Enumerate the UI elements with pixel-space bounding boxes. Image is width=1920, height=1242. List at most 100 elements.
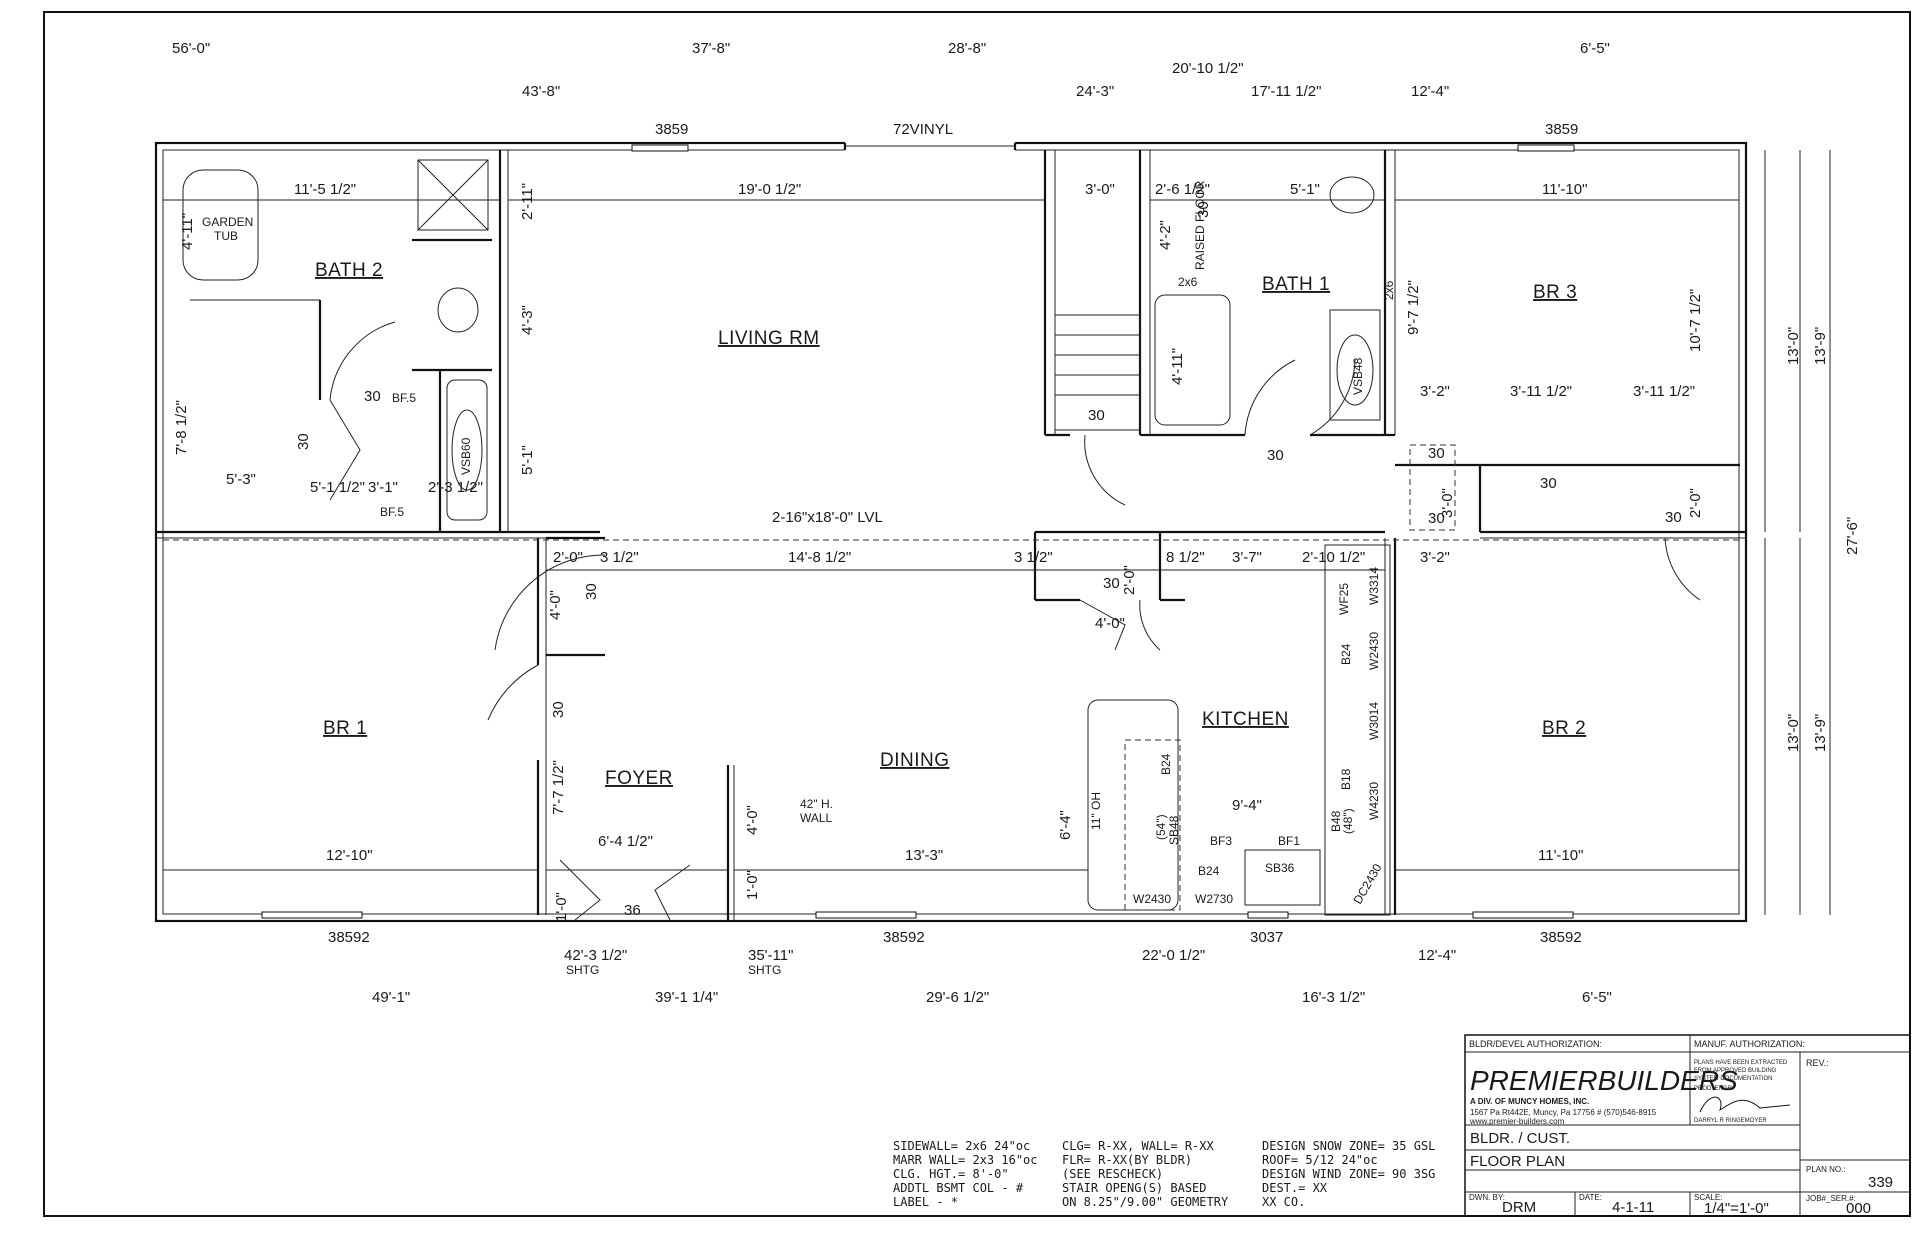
shtg-label-2: SHTG — [748, 963, 781, 977]
door-label-h: 30 — [1540, 475, 1557, 492]
plan-no-value: 339 — [1868, 1174, 1893, 1191]
note-col3-5: XX CO. — [1262, 1195, 1305, 1209]
dim-d18: 9'-7 1/2" — [1405, 280, 1422, 335]
dim-d9: 4'-3" — [519, 305, 536, 335]
scale-value: 1/4"=1'-0" — [1704, 1200, 1769, 1217]
date-label: DATE: — [1579, 1193, 1602, 1202]
note-col2-4: STAIR OPENG(S) BASED — [1062, 1181, 1207, 1195]
dim-d3: 3'-0" — [1085, 181, 1115, 198]
top-dim-9: 12'-4" — [1411, 83, 1449, 100]
b48-label: B48 — [1329, 810, 1343, 832]
dim-d41: 13'-3" — [905, 847, 943, 864]
window-label-bottom-kitchen: 3037 — [1250, 929, 1283, 946]
w3314-label: W3314 — [1367, 567, 1381, 605]
w4230-label: W4230 — [1367, 782, 1381, 820]
door-label-j: 30 — [583, 583, 600, 600]
company-division: A DIV. OF MUNCY HOMES, INC. — [1470, 1097, 1589, 1106]
sheet-border — [43, 11, 1911, 1217]
dim-d15: 2'-3 1/2" — [428, 479, 483, 496]
bf1-label: BF1 — [1278, 834, 1300, 848]
note-col2-5: ON 8.25"/9.00" GEOMETRY — [1062, 1195, 1229, 1209]
note-col3-1: DESIGN SNOW ZONE= 35 GSL — [1262, 1139, 1435, 1153]
room-dining: DINING — [880, 750, 950, 771]
dc2430-label: DC2430 — [1350, 861, 1384, 906]
room-br-1: BR 1 — [323, 718, 367, 739]
bottom-dimensions: 42'-3 1/2" 35'-11" 22'-0 1/2" 12'-4" SHT… — [372, 947, 1612, 1006]
top-dimensions: 56'-0" 37'-8" 28'-8" 20'-10 1/2" 6'-5" 4… — [172, 40, 1610, 138]
note-col3-4: DEST.= XX — [1262, 1181, 1328, 1195]
window-label-top-center: 72VINYL — [893, 121, 953, 138]
dim-d31: 3'-7" — [1232, 549, 1262, 566]
dim-d38: 4'-0" — [744, 805, 761, 835]
dim-d7: 4'-11" — [179, 213, 196, 250]
dim-d25: 2'-0" — [553, 549, 583, 566]
door-label-b: 30 — [295, 433, 312, 450]
garden-tub-label-2: TUB — [214, 229, 238, 243]
plan-no-label: PLAN NO.: — [1806, 1165, 1846, 1174]
dim-d6: 11'-10" — [1542, 181, 1587, 198]
wall-2x6-label-a: 2x6 — [1178, 275, 1198, 289]
door-label-g: 30 — [1428, 510, 1445, 527]
scale-label: SCALE: — [1694, 1193, 1722, 1202]
door-label-l: 36 — [624, 902, 641, 919]
company-address: 1567 Pa Rt442E, Muncy, Pa 17756 # (570)5… — [1470, 1108, 1657, 1117]
garden-tub-label: GARDEN — [202, 215, 253, 229]
dim-d50: 27'-6" — [1844, 517, 1861, 555]
sb36-label: SB36 — [1265, 861, 1295, 875]
overhang-label: 11" OH — [1089, 792, 1103, 830]
drawn-by-value: DRM — [1502, 1199, 1536, 1216]
w2430-label-b: W2430 — [1367, 632, 1381, 670]
dim-d2: 19'-0 1/2" — [738, 181, 801, 198]
door-labels: 30 30 30 30 30 30 30 30 30 30 30 36 30 3… — [295, 201, 1682, 919]
bottom-dim-5: 49'-1" — [372, 989, 410, 1006]
w3014-label: W3014 — [1367, 702, 1381, 740]
windows — [261, 144, 1575, 919]
exterior-walls — [154, 138, 1748, 923]
company-website: www.premier-builders.com — [1469, 1117, 1565, 1126]
top-dim-7: 24'-3" — [1076, 83, 1114, 100]
manuf-auth-label: MANUF. AUTHORIZATION: — [1694, 1039, 1805, 1049]
room-bath-1: BATH 1 — [1262, 274, 1330, 295]
dim-d46: 13'-0" — [1785, 327, 1802, 365]
prod-engr-label: PROD. ENGR. — [1694, 1086, 1734, 1092]
note-col1-2: MARR WALL= 2x3 16"oc — [893, 1153, 1038, 1167]
note-col1-5: LABEL - * — [893, 1195, 958, 1209]
bf5-label-a: BF.5 — [392, 391, 416, 405]
window-label-top-left: 3859 — [655, 121, 688, 138]
bottom-dim-8: 16'-3 1/2" — [1302, 989, 1365, 1006]
extract-note-2: FROM APPROVED BUILDING — [1694, 1068, 1777, 1074]
interior-walls — [156, 150, 1831, 921]
dim-d43: 11'-10" — [1538, 847, 1583, 864]
door-label-k: 30 — [1103, 575, 1120, 592]
bottom-dim-4: 12'-4" — [1418, 947, 1456, 964]
raised-floor-label: RAISED FLOOR — [1193, 180, 1207, 270]
bottom-dim-9: 6'-5" — [1582, 989, 1612, 1006]
dim-d27: 14'-8 1/2" — [788, 549, 851, 566]
company-logo-text: PREMIERBUILDERS — [1470, 1065, 1738, 1096]
vsb48-label: VSB48 — [1351, 357, 1365, 395]
dim-d37: 6'-4 1/2" — [598, 833, 653, 850]
floor-plan-label: FLOOR PLAN — [1470, 1153, 1565, 1170]
b24-label-c: B24 — [1339, 643, 1353, 665]
dim-d13: 5'-1 1/2" — [310, 479, 365, 496]
dim-d49: 13'-9" — [1812, 714, 1829, 752]
engineer-signature — [1699, 1096, 1791, 1113]
rev-label: REV.: — [1806, 1058, 1829, 1068]
bldr-auth-label: BLDR/DEVEL AUTHORIZATION: — [1469, 1039, 1602, 1049]
dim-d40: 1'-0" — [744, 870, 761, 900]
dim-d32: 2'-10 1/2" — [1302, 549, 1365, 566]
half-wall-label: 42" H. — [800, 797, 833, 811]
dim-d28: 3 1/2" — [1014, 549, 1053, 566]
dim-d21: 3'-11 1/2" — [1510, 383, 1572, 400]
dim-d8: 2'-11" — [519, 183, 536, 220]
dim-d35: 4'-0" — [1095, 615, 1125, 632]
door-label-e: 30 — [1267, 447, 1284, 464]
sb48-size-label: (54") — [1154, 814, 1168, 840]
date-value: 4-1-11 — [1612, 1199, 1654, 1216]
room-kitchen: KITCHEN — [1202, 709, 1289, 730]
wf25-label: WF25 — [1337, 583, 1351, 615]
wall-2x6-label-b: 2x6 — [1382, 280, 1396, 300]
room-living: LIVING RM — [718, 328, 820, 349]
drawn-by-label: DWN. BY: — [1469, 1193, 1505, 1202]
b18-label: B18 — [1339, 768, 1353, 790]
